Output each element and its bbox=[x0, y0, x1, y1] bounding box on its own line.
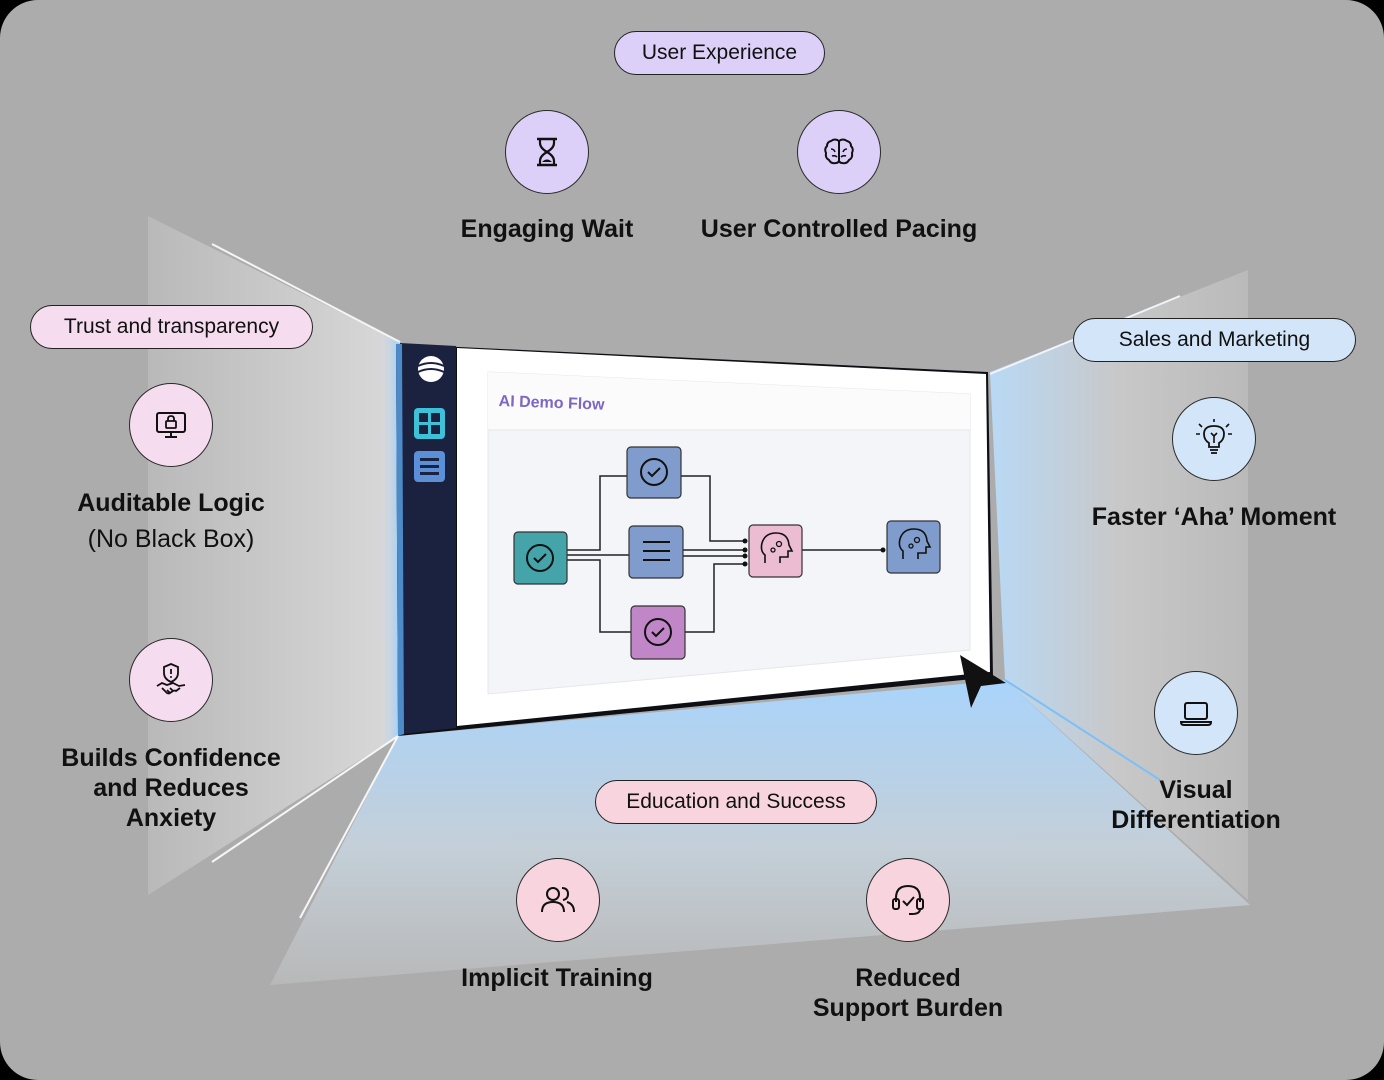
category-user-experience: User Experience bbox=[614, 31, 825, 75]
faster-aha-badge bbox=[1172, 397, 1256, 481]
builds-confidence-line-2: and Reduces bbox=[93, 774, 249, 802]
flow-node-middle-list bbox=[628, 525, 684, 579]
user-controlled-pacing-label: User Controlled Pacing bbox=[700, 215, 978, 243]
category-education-success: Education and Success bbox=[595, 780, 877, 824]
category-trust-transparency: Trust and transparency bbox=[30, 305, 313, 349]
engaging-wait-label: Engaging Wait bbox=[460, 215, 634, 243]
implicit-training-badge bbox=[516, 858, 600, 942]
builds-confidence-badge bbox=[129, 638, 213, 722]
visual-differentiation-label: Visual Differentiation bbox=[1111, 775, 1280, 835]
visual-differentiation-line-2: Differentiation bbox=[1111, 806, 1281, 834]
implicit-training-label: Implicit Training bbox=[461, 964, 653, 992]
builds-confidence-line-3: Anxiety bbox=[125, 804, 217, 832]
visual-differentiation-badge bbox=[1154, 671, 1238, 755]
dashboard-nav-icon[interactable] bbox=[414, 408, 445, 439]
screen-sidebar bbox=[400, 343, 456, 734]
builds-confidence-label: Builds Confidence and Reduces Anxiety bbox=[61, 743, 280, 833]
auditable-logic-title: Auditable Logic bbox=[77, 489, 265, 517]
mouse-cursor-icon bbox=[960, 655, 1006, 708]
flow-node-bottom-check bbox=[630, 605, 686, 660]
shield-handshake-icon bbox=[156, 663, 186, 695]
reduced-support-badge bbox=[866, 858, 950, 942]
users-icon bbox=[541, 887, 575, 913]
reduced-support-line-1: Reduced bbox=[855, 964, 961, 992]
flow-connectors bbox=[567, 475, 883, 633]
reduced-support-label: Reduced Support Burden bbox=[813, 963, 1003, 1023]
flow-connector-dots bbox=[742, 538, 886, 567]
app-logo-icon bbox=[417, 356, 445, 382]
laptop-icon bbox=[1179, 702, 1213, 726]
list-nav-icon[interactable] bbox=[414, 451, 445, 482]
auditable-logic-subtitle: (No Black Box) bbox=[87, 525, 255, 553]
screen-display bbox=[396, 343, 993, 736]
auditable-logic-badge bbox=[129, 383, 213, 467]
monitor-lock-icon bbox=[156, 412, 186, 438]
flow-node-ai-head bbox=[748, 524, 803, 578]
flow-node-ai-output bbox=[886, 520, 941, 574]
hourglass-icon bbox=[537, 137, 557, 167]
card-title: AI Demo Flow bbox=[498, 393, 605, 414]
lightbulb-icon bbox=[1196, 419, 1232, 454]
user-controlled-pacing-badge bbox=[797, 110, 881, 194]
headset-icon bbox=[892, 884, 924, 915]
builds-confidence-line-1: Builds Confidence bbox=[61, 744, 281, 772]
auditable-logic-label: Auditable Logic (No Black Box) bbox=[77, 488, 265, 554]
reduced-support-line-2: Support Burden bbox=[812, 994, 1004, 1022]
flow-node-top-check bbox=[626, 446, 682, 499]
category-sales-marketing: Sales and Marketing bbox=[1073, 318, 1356, 362]
brain-icon bbox=[824, 138, 854, 165]
engaging-wait-badge bbox=[505, 110, 589, 194]
flow-node-start-check bbox=[513, 531, 568, 585]
visual-differentiation-line-1: Visual bbox=[1159, 776, 1233, 804]
faster-aha-label: Faster ‘Aha’ Moment bbox=[1091, 503, 1337, 531]
